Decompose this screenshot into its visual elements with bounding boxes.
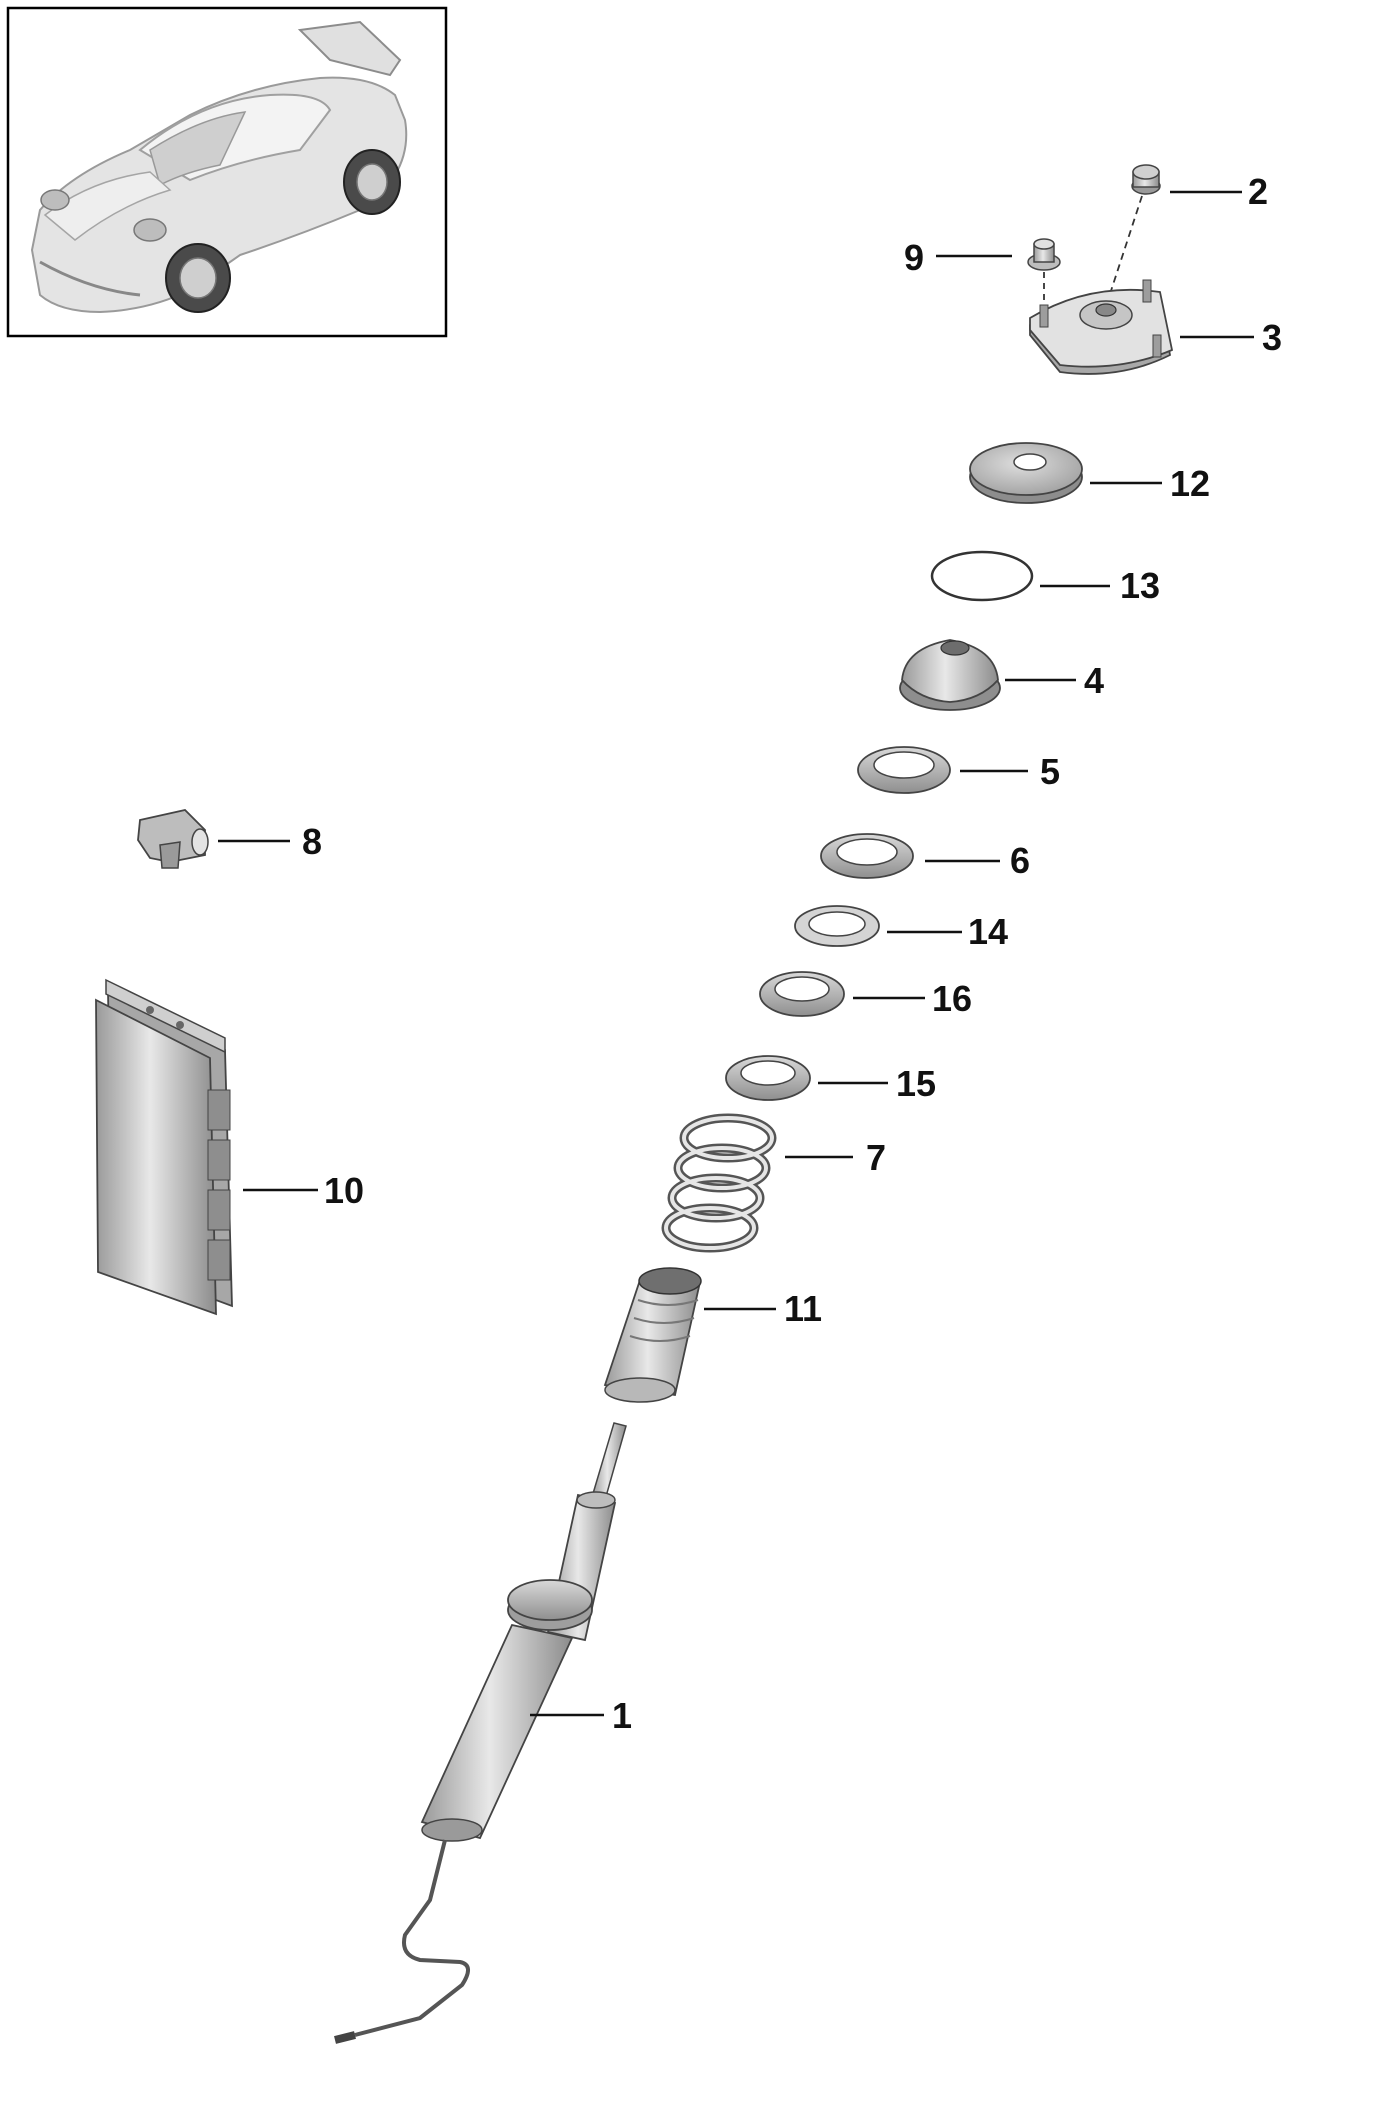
callout-14: 14: [968, 911, 1008, 952]
callout-10: 10: [324, 1170, 364, 1211]
part-1-shock-absorber: [334, 1422, 627, 2044]
leader-lines: [218, 190, 1254, 1717]
callout-8: 8: [302, 821, 322, 862]
part-15-ring: [725, 1055, 811, 1101]
callout-15: 15: [896, 1063, 936, 1104]
part-7-coil-spring: [661, 1113, 777, 1253]
callout-2: 2: [1248, 171, 1268, 212]
part-12-disc: [969, 442, 1083, 504]
part-14-washer: [794, 905, 880, 947]
callouts: 2 9 3 12 13 4 5 6 14 16 15 7 11 1 8 10: [302, 171, 1282, 1736]
part-11-dust-boot: [603, 1267, 702, 1403]
callout-5: 5: [1040, 751, 1060, 792]
part-3-top-mount: [1029, 279, 1174, 375]
part-13-o-ring: [930, 550, 1034, 602]
callout-6: 6: [1010, 840, 1030, 881]
part-8-sensor: [137, 809, 209, 869]
callout-1: 1: [612, 1695, 632, 1736]
callout-4: 4: [1084, 660, 1104, 701]
part-2-nut: [1131, 164, 1161, 195]
part-6-ring: [820, 833, 914, 879]
callout-12: 12: [1170, 463, 1210, 504]
callout-9: 9: [904, 237, 924, 278]
callout-13: 13: [1120, 565, 1160, 606]
sports-car-icon: [30, 20, 408, 314]
vehicle-thumbnail: [6, 6, 448, 338]
callout-11: 11: [784, 1288, 822, 1329]
callout-3: 3: [1262, 317, 1282, 358]
part-5-ring: [857, 746, 951, 794]
callout-16: 16: [932, 978, 972, 1019]
part-4-cap: [899, 639, 1001, 711]
part-16-ring: [759, 971, 845, 1017]
part-9-nut: [1027, 238, 1061, 271]
assembly-line: [1107, 195, 1143, 301]
callout-7: 7: [866, 1137, 886, 1178]
part-10-control-unit: [95, 978, 233, 1316]
